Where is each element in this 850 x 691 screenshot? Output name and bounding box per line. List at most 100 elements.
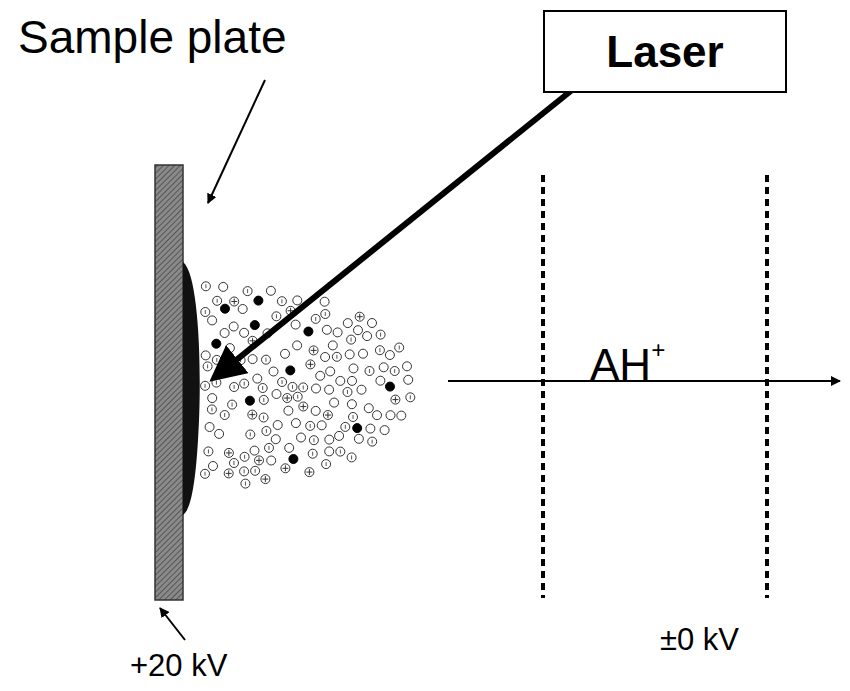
molecule-mark	[245, 482, 246, 486]
molecule-mark	[247, 289, 248, 293]
molecule	[208, 316, 217, 325]
ion-label: AH+	[590, 338, 665, 387]
ion-mark	[392, 397, 398, 403]
molecule-mark	[340, 450, 341, 454]
molecule	[347, 400, 356, 409]
molecule	[285, 443, 294, 452]
molecule	[316, 371, 325, 380]
molecule-mark	[410, 395, 411, 399]
molecule	[299, 402, 308, 411]
molecule	[219, 282, 228, 291]
molecule	[390, 367, 399, 376]
molecule-mark	[205, 284, 206, 288]
molecule	[248, 410, 257, 419]
molecule-mark	[205, 472, 206, 476]
ion-mark	[262, 476, 268, 482]
molecule-mark	[263, 416, 264, 420]
molecule	[277, 297, 286, 306]
molecule	[321, 310, 330, 319]
molecule-mark	[244, 455, 245, 459]
molecule	[245, 396, 254, 405]
molecule	[224, 448, 233, 457]
ion-mark	[357, 314, 363, 320]
molecule	[230, 297, 239, 306]
molecule	[261, 475, 270, 484]
molecule	[341, 422, 350, 431]
molecule	[284, 406, 293, 415]
molecule-mark	[276, 314, 277, 318]
ion-mark	[282, 465, 288, 471]
molecule-mark	[207, 364, 208, 368]
molecule-mark	[351, 338, 352, 342]
molecule	[353, 424, 362, 433]
molecule	[321, 353, 330, 362]
molecule	[262, 427, 271, 436]
molecule	[248, 355, 257, 364]
molecule	[273, 421, 282, 430]
molecule	[228, 400, 237, 409]
molecule	[243, 287, 252, 296]
molecule	[286, 366, 295, 375]
molecule	[379, 363, 388, 372]
molecule-mark	[216, 381, 217, 385]
molecule-mark	[208, 449, 209, 453]
molecule	[281, 349, 290, 358]
molecule	[291, 320, 300, 329]
molecule	[281, 464, 290, 473]
molecule-mark	[250, 433, 251, 437]
sample-spot	[183, 262, 200, 515]
molecule-mark	[297, 395, 298, 399]
molecule	[365, 367, 374, 376]
part-label: Sample plate	[18, 14, 287, 60]
molecule	[201, 351, 210, 360]
molecule-mark	[216, 358, 217, 362]
molecule-mark	[281, 299, 282, 303]
molecule	[291, 419, 300, 428]
molecule	[376, 376, 385, 385]
molecule	[343, 319, 352, 328]
molecule-mark	[265, 358, 266, 362]
molecule	[267, 456, 276, 465]
leader-line	[160, 608, 185, 640]
molecule	[224, 469, 233, 478]
molecule	[366, 424, 375, 433]
molecule	[336, 447, 345, 456]
molecule-mark	[347, 390, 348, 394]
ion-mark	[226, 470, 232, 476]
molecule	[354, 326, 363, 335]
ion-mark	[311, 347, 317, 353]
molecule	[380, 426, 389, 435]
molecule-mark	[379, 348, 380, 352]
ion-mark	[306, 469, 312, 475]
molecule	[271, 435, 280, 444]
molecule	[325, 385, 334, 394]
molecule	[201, 469, 210, 478]
molecule	[323, 411, 332, 420]
molecule	[385, 351, 394, 360]
molecule	[343, 388, 352, 397]
voltage-label: ±0 kV	[660, 624, 739, 655]
molecule	[376, 330, 385, 339]
molecule	[349, 364, 358, 373]
molecule	[240, 452, 249, 461]
molecule-mark	[380, 333, 381, 337]
molecule-mark	[351, 455, 352, 459]
molecule-mark	[313, 438, 314, 442]
molecule	[345, 350, 354, 359]
molecule	[328, 341, 337, 350]
molecule	[336, 376, 345, 385]
molecule	[355, 312, 364, 321]
molecule-mark	[268, 446, 269, 450]
molecule	[304, 327, 313, 336]
molecule	[347, 335, 356, 344]
molecule	[215, 429, 224, 438]
molecule	[406, 393, 415, 402]
molecule	[230, 383, 239, 392]
molecule	[250, 446, 259, 455]
molecule	[306, 421, 315, 430]
molecule-mark	[345, 425, 346, 429]
molecule-mark	[255, 469, 256, 473]
molecule-mark	[244, 469, 245, 473]
molecule	[253, 374, 262, 383]
molecule	[359, 349, 368, 358]
